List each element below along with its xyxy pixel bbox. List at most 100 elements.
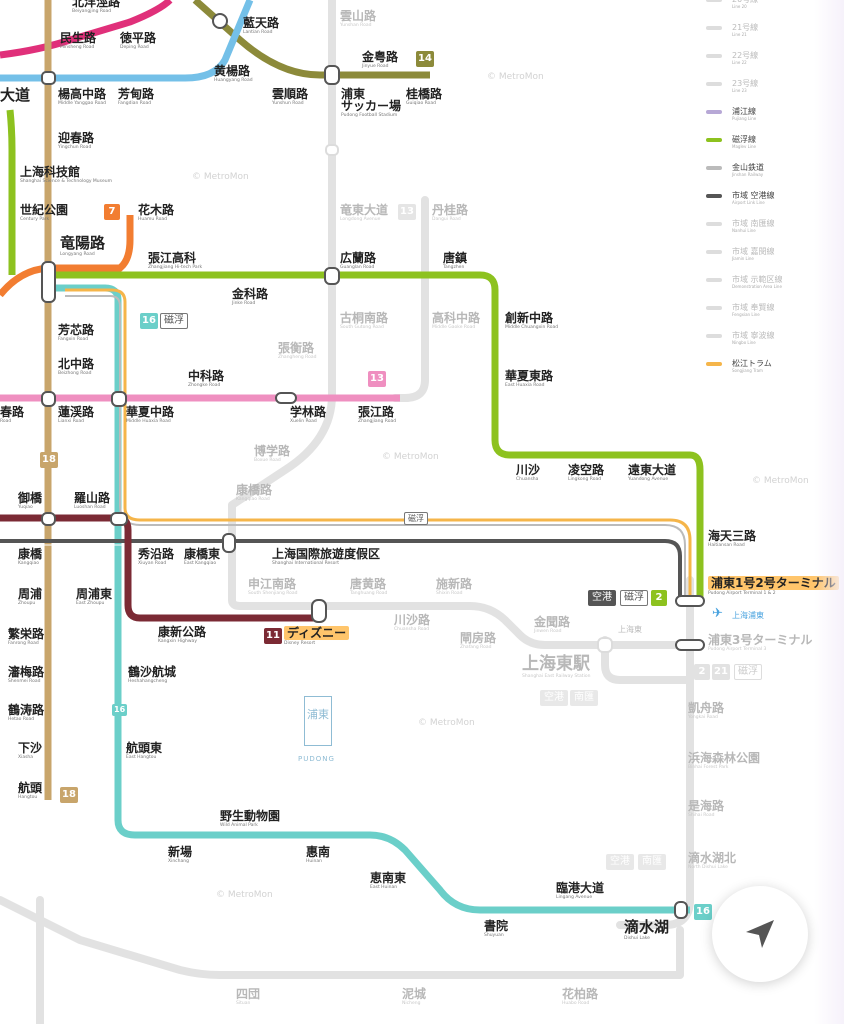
south-tag: 南匯 [570,690,598,706]
legend-swatch [706,138,722,142]
legend-swatch [706,166,722,170]
airplane-icon: ✈ [712,606,723,621]
watermark: © MetroMon [752,476,809,486]
line16-badge: 16 [140,313,158,329]
airport-tag-b: 空港 [606,854,634,870]
line13-dim-badge: 13 [398,204,416,220]
legend-sublabel: Demonstration Area Line [732,284,782,289]
locate-button[interactable] [712,886,808,982]
station-avenue[interactable]: 大道 [0,86,31,104]
line16-c-badge: 16 [694,904,712,920]
legend-swatch [706,362,722,366]
line16-b-badge: 16 [112,704,128,716]
edge-fade [814,0,844,1024]
watermark: © MetroMon [216,890,273,900]
watermark: © MetroMon [418,718,475,728]
